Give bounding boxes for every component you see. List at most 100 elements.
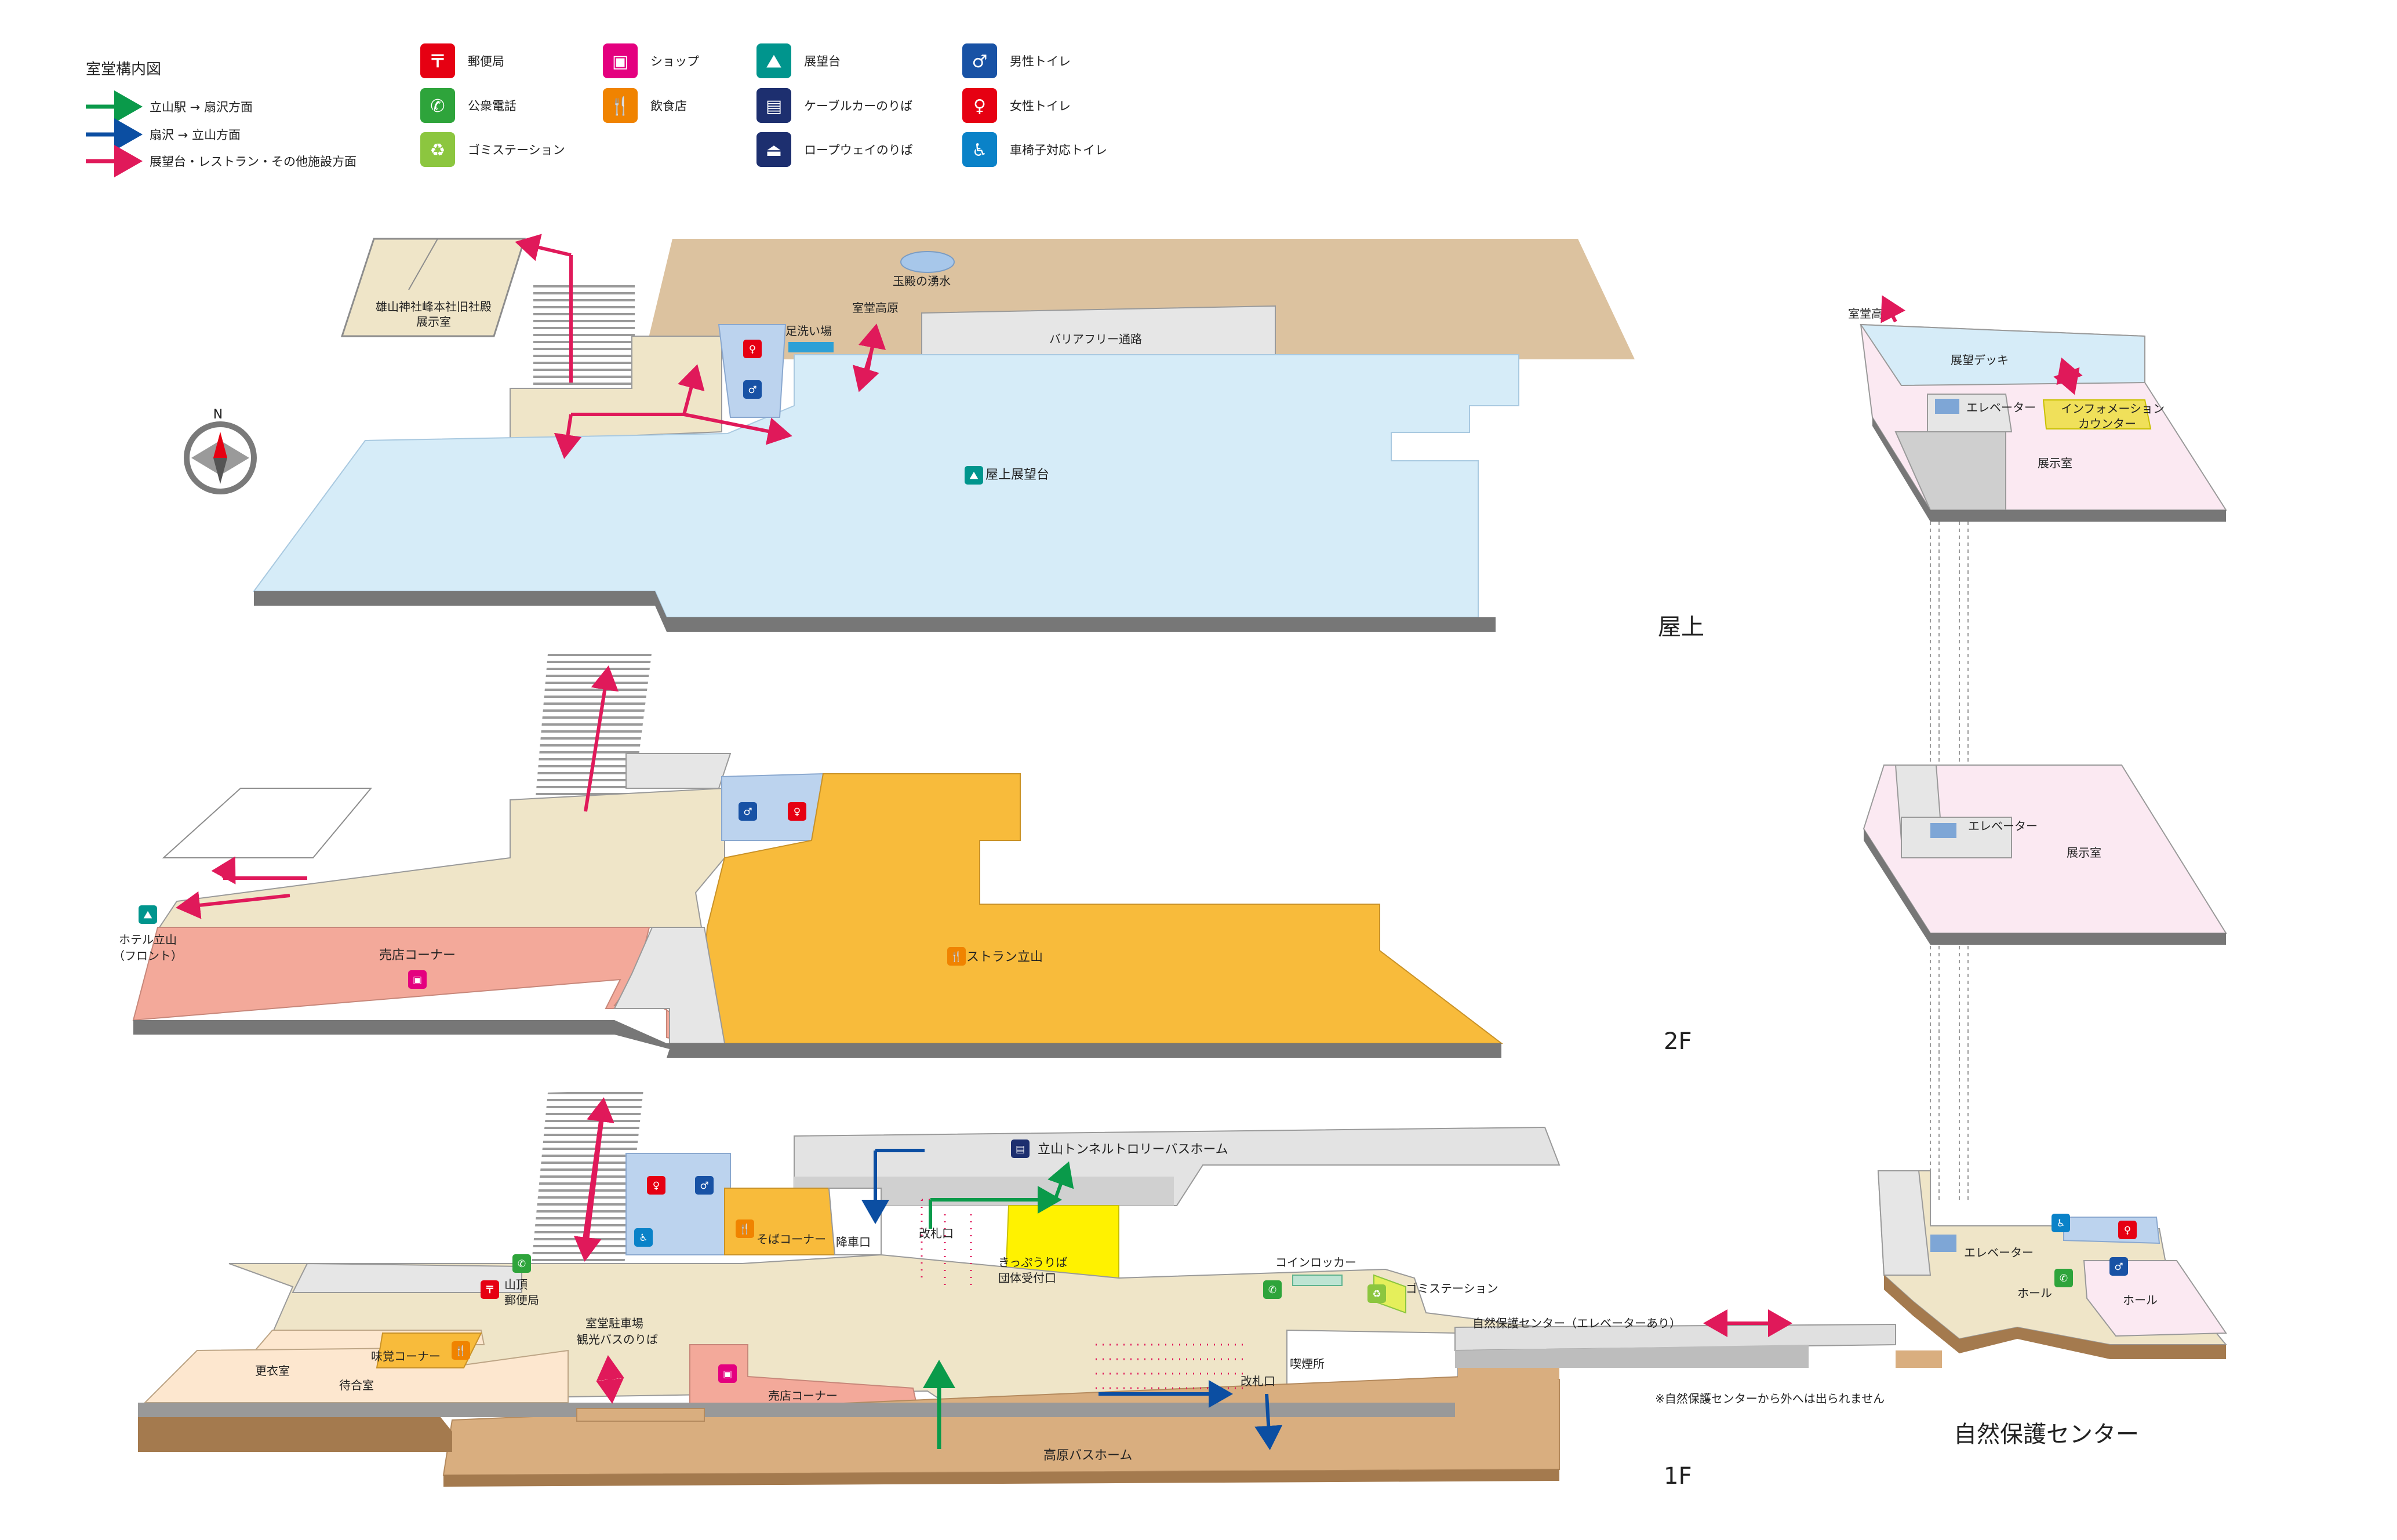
svg-text:✆: ✆ xyxy=(2060,1273,2068,1284)
garbage-station-label: ゴミステーション xyxy=(1406,1281,1498,1295)
svg-text:✆: ✆ xyxy=(518,1258,526,1270)
svg-text:▣: ▣ xyxy=(413,974,422,986)
svg-text:♀: ♀ xyxy=(653,1180,660,1192)
male-toilet-icon: ♂ xyxy=(739,802,757,821)
hotel-label-2: （フロント） xyxy=(113,949,183,963)
male-toilet-icon: ♂ xyxy=(695,1176,714,1195)
roof-deck-label: 屋上展望台 xyxy=(985,468,1049,482)
svg-text:♻: ♻ xyxy=(1372,1288,1381,1300)
barrier-free-passage xyxy=(921,305,1276,355)
observatory-icon: ⛰ xyxy=(965,466,983,485)
svg-text:🍴: 🍴 xyxy=(739,1223,751,1235)
ticket-label-2: 団体受付口 xyxy=(998,1271,1056,1285)
foot-wash-label: 足洗い場 xyxy=(785,324,832,338)
svg-text:♂: ♂ xyxy=(2114,1261,2123,1273)
nature-center-link-label: 自然保護センター（エレベーターあり） xyxy=(1472,1316,1681,1330)
ropeway-icon xyxy=(756,132,791,167)
phone-icon: ✆ xyxy=(2054,1269,2073,1287)
shop-icon xyxy=(603,43,638,78)
shrine-label-1: 雄山神社峰本社旧社殿 xyxy=(376,300,492,314)
legend-label: ケーブルカーのりば xyxy=(804,99,912,113)
legend-label: 公衆電話 xyxy=(468,99,516,113)
second-shop-label: 売店コーナー xyxy=(379,948,456,963)
legend-label: ゴミステーション xyxy=(468,143,565,157)
shrine-building xyxy=(340,238,526,337)
waiting-room-label: 待合室 xyxy=(339,1378,374,1392)
nature-top-elevator-label: エレベーター xyxy=(1966,401,2036,414)
restaurant-icon: 🍴 xyxy=(736,1219,754,1238)
female-toilet-icon: ♀ xyxy=(788,802,806,821)
phone-icon: ✆ xyxy=(1263,1280,1282,1299)
post-office-label-1: 山頂 xyxy=(504,1277,528,1291)
second-toilet-block xyxy=(721,773,824,841)
svg-text:〒: 〒 xyxy=(485,1284,495,1296)
svg-text:♂: ♂ xyxy=(748,384,756,396)
second-gray-room xyxy=(613,927,726,1044)
svg-text:♿: ♿ xyxy=(2056,1218,2065,1229)
svg-text:🍴: 🍴 xyxy=(454,1345,467,1357)
coin-locker-block xyxy=(1292,1275,1343,1286)
legend-label: 飲食店 xyxy=(650,99,687,113)
legend-item: ▣ショップ xyxy=(603,43,699,78)
nature-bottom-elevator-label: エレベーター xyxy=(1964,1246,2034,1259)
highland-bus-label: 高原バスホーム xyxy=(1043,1448,1132,1463)
map-icon-layer: ♀♂⛰♂♀⛰▣🍴♀♂♿🍴▤〒✆✆♻🍴▣♿♀♂✆ xyxy=(139,340,2137,1383)
legend-glyph: ♀ xyxy=(973,96,986,116)
female-toilet-icon: ♀ xyxy=(647,1176,665,1195)
taste-corner-label: 味覚コーナー xyxy=(371,1349,441,1363)
first-north-room xyxy=(292,1262,522,1293)
nature-info-label-2: カウンター xyxy=(2078,417,2136,431)
svg-text:▣: ▣ xyxy=(723,1368,732,1380)
smoking-room-label: 喫煙所 xyxy=(1290,1357,1325,1371)
post-office-label-2: 郵便局 xyxy=(504,1293,539,1307)
roof-deck-edge xyxy=(254,591,1496,632)
male-toilet-icon: ♂ xyxy=(743,380,762,399)
hotel-label-1: ホテル立山 xyxy=(119,933,177,946)
nature-hall2-label: ホール xyxy=(2123,1293,2158,1307)
post-office-icon: 〒 xyxy=(481,1280,499,1299)
spring-label: 玉殿の湧水 xyxy=(893,274,951,288)
map-title: 室堂構内図 xyxy=(86,61,161,78)
nature-deck-label: 展望デッキ xyxy=(1951,353,2009,367)
compass-north-label: N xyxy=(213,407,223,422)
female-toilet-icon: ♀ xyxy=(743,340,762,358)
legend-item: ▤ケーブルカーのりば xyxy=(756,88,912,123)
nature-info-label-1: インフォメーション xyxy=(2061,402,2165,416)
female-toilet-icon xyxy=(962,88,997,123)
svg-text:♀: ♀ xyxy=(749,344,756,355)
first-shop-label: 売店コーナー xyxy=(768,1389,838,1403)
nature-mid-exhibit-label: 展示室 xyxy=(2067,846,2101,860)
shop-icon: ▣ xyxy=(408,970,427,989)
second-outdoor-area xyxy=(162,788,373,858)
legend-glyph: ⏏ xyxy=(766,140,782,161)
restaurant-tateyama-area xyxy=(700,773,1503,1044)
svg-text:♂: ♂ xyxy=(743,806,752,818)
wheelchair-toilet-icon: ♿ xyxy=(2052,1214,2070,1232)
floor-label-1f: 1F xyxy=(1664,1463,1692,1490)
nature-center: 室堂高原 展望デッキ エレベーター インフォメーション カウンター 展示室 エレ… xyxy=(1848,295,2228,1448)
svg-text:🍴: 🍴 xyxy=(950,951,962,963)
svg-text:⛰: ⛰ xyxy=(143,909,152,921)
nature-mid-elevator-label: エレベーター xyxy=(1968,819,2038,833)
nature-center-name: 自然保護センター xyxy=(1954,1421,2139,1448)
legend-glyph: ♂ xyxy=(972,52,988,72)
second-floor-edge xyxy=(133,1020,1501,1058)
legend-glyph: ▣ xyxy=(612,52,628,72)
svg-text:♀: ♀ xyxy=(794,806,801,818)
legend-item: ♿車椅子対応トイレ xyxy=(962,132,1107,167)
cable-car-icon xyxy=(756,88,791,123)
barrier-free-label: バリアフリー通路 xyxy=(1049,332,1142,346)
restaurant-icon: 🍴 xyxy=(452,1341,470,1360)
recycle-icon xyxy=(420,132,455,167)
roof-observation-deck xyxy=(253,354,1519,618)
svg-text:▤: ▤ xyxy=(1016,1144,1025,1155)
floor-label-roof: 屋上 xyxy=(1658,614,1704,640)
legend-item: ⏏ロープウェイのりば xyxy=(756,132,913,167)
svg-text:♂: ♂ xyxy=(700,1180,708,1192)
nature-hall1-label: ホール xyxy=(2017,1286,2052,1300)
ticket-label-1: きっぷうりば xyxy=(998,1255,1067,1269)
legend-glyph: ♻ xyxy=(430,140,446,161)
svg-text:✆: ✆ xyxy=(1268,1284,1276,1296)
route-label-red: 展望台・レストラン・その他施設方面 xyxy=(150,155,357,169)
parking-label-1: 室堂駐車場 xyxy=(585,1316,643,1330)
